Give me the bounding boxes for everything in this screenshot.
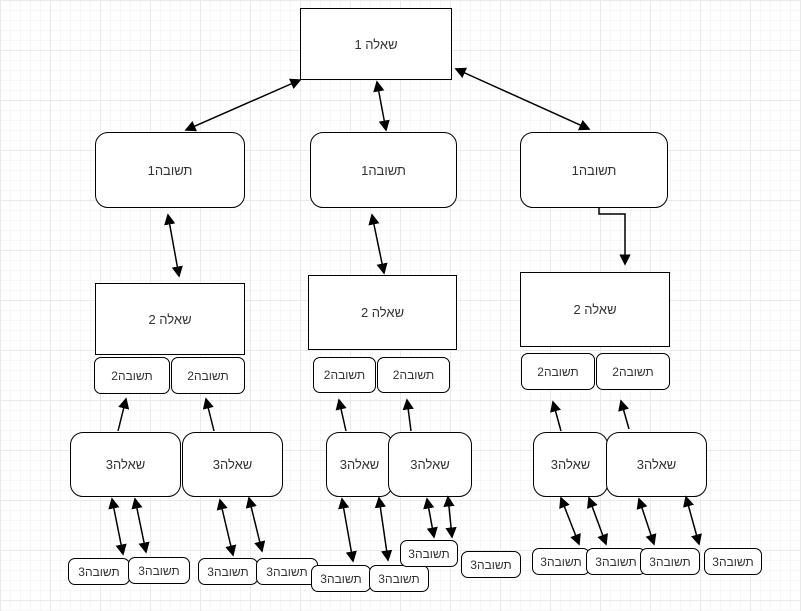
node-label: תשובה2: [392, 368, 435, 382]
node-label: שאלה 2: [148, 311, 192, 327]
node-label: תשובה3: [540, 554, 582, 569]
connector-q1-a1-left[interactable]: [184, 78, 302, 132]
node-label: שאלה 2: [360, 305, 405, 320]
node-label: שאלה3: [550, 457, 591, 472]
connector-q3l2-a3-4[interactable]: [245, 496, 266, 553]
node-label: תשובה1: [571, 162, 617, 178]
node-question3-middle-2[interactable]: שאלה3: [388, 432, 472, 497]
node-answer1-left[interactable]: תשובה1: [95, 132, 245, 208]
connector-q3m2-a3-7b[interactable]: [443, 495, 457, 539]
node-answer3-10[interactable]: תשובה3: [586, 548, 646, 575]
node-label: שאלה3: [339, 457, 380, 472]
connector-q3l1-a3-2[interactable]: [131, 497, 150, 554]
node-question2-right[interactable]: שאלה 2: [520, 272, 670, 347]
node-answer3-12[interactable]: תשובה3: [704, 548, 762, 575]
node-question3-right-1[interactable]: שאלה3: [533, 432, 608, 497]
node-label: שאלה3: [105, 457, 146, 472]
node-answer2-left-2[interactable]: תשובה2: [171, 357, 245, 394]
node-question3-left-2[interactable]: שאלה3: [182, 432, 283, 497]
node-answer3-2[interactable]: תשובה3: [128, 557, 190, 584]
node-question-1[interactable]: שאלה 1: [300, 8, 452, 80]
connector-q3m1-a3-5[interactable]: [338, 497, 357, 563]
node-answer1-right[interactable]: תשובה1: [520, 132, 668, 208]
node-label: תשובה3: [207, 564, 249, 579]
node-label: שאלה3: [410, 457, 450, 472]
node-label: שאלה3: [212, 457, 253, 472]
node-label: שאלה 1: [354, 36, 398, 52]
node-label: תשובה2: [323, 368, 366, 382]
node-label: תשובה3: [320, 571, 362, 586]
node-label: תשובה3: [712, 554, 754, 569]
connector-q3m1-a3-6[interactable]: [374, 496, 393, 562]
node-answer3-7[interactable]: תשובה3: [400, 540, 458, 567]
node-answer3-6[interactable]: תשובה3: [369, 565, 429, 592]
node-label: תשובה3: [595, 554, 637, 569]
connector-q3m2-a2mid2[interactable]: [402, 398, 414, 432]
node-label: תשובה3: [266, 564, 308, 579]
node-answer3-9[interactable]: תשובה3: [532, 548, 590, 575]
node-question2-middle[interactable]: שאלה 2: [308, 275, 457, 350]
node-answer2-left-1[interactable]: תשובה2: [94, 357, 170, 394]
connector-q3r1-a3-10[interactable]: [587, 496, 608, 546]
node-answer2-middle-2[interactable]: תשובה2: [377, 357, 450, 393]
node-label: תשובה3: [138, 563, 180, 578]
connector-q1-a1-middle[interactable]: [373, 80, 390, 132]
node-label: תשובה2: [612, 364, 654, 379]
node-answer3-8[interactable]: תשובה3: [461, 551, 521, 578]
connector-q3m1-a2mid1[interactable]: [335, 398, 347, 432]
connector-q3l2-a3-3[interactable]: [216, 498, 237, 557]
node-label: תשובה3: [378, 571, 420, 586]
connector-q3r2-a3-12[interactable]: [683, 495, 702, 546]
connector-a1-q2-middle[interactable]: [368, 213, 388, 275]
node-answer2-right-1[interactable]: תשובה2: [521, 353, 595, 390]
node-question3-left-1[interactable]: שאלה3: [70, 432, 181, 497]
connector-a1-q2-left[interactable]: [164, 213, 183, 278]
node-answer1-middle[interactable]: תשובה1: [310, 132, 457, 208]
node-answer3-1[interactable]: תשובה3: [68, 558, 130, 585]
connector-q3r2-a3-11[interactable]: [636, 497, 657, 546]
connector-q3r2-a2right2[interactable]: [618, 399, 630, 430]
node-answer3-3[interactable]: תשובה3: [198, 558, 258, 585]
node-label: תשובה2: [111, 368, 153, 383]
node-question2-left[interactable]: שאלה 2: [95, 283, 245, 355]
node-label: תשובה3: [78, 564, 120, 579]
node-answer3-4[interactable]: תשובה3: [256, 558, 318, 585]
node-question3-middle-1[interactable]: שאלה3: [326, 432, 393, 497]
node-label: תשובה3: [649, 554, 691, 569]
node-answer3-5[interactable]: תשובה3: [311, 565, 371, 592]
connector-q3l1-a2left1[interactable]: [117, 397, 130, 432]
node-label: שאלה 2: [573, 302, 617, 317]
node-label: תשובה2: [187, 368, 229, 383]
connector-q3r1-a3-9[interactable]: [559, 496, 581, 546]
connector-q3l1-a3-1[interactable]: [108, 497, 127, 556]
connector-q3l2-a2left2[interactable]: [202, 397, 215, 432]
node-label: שאלה3: [636, 457, 677, 472]
node-label: תשובה3: [408, 546, 450, 561]
node-answer3-11[interactable]: תשובה3: [640, 548, 700, 575]
node-question3-right-2[interactable]: שאלה3: [606, 432, 707, 497]
connector-q1-a1-right[interactable]: [454, 67, 591, 131]
connector-q3r1-a2right1[interactable]: [550, 400, 562, 432]
node-label: תשובה2: [537, 364, 579, 379]
connector-q3m2-a3-7a[interactable]: [423, 497, 438, 539]
node-label: תשובה1: [361, 162, 406, 178]
node-answer2-right-2[interactable]: תשובה2: [596, 353, 670, 390]
node-label: תשובה3: [470, 557, 512, 572]
node-answer2-middle-1[interactable]: תשובה2: [313, 357, 376, 393]
node-label: תשובה1: [147, 162, 193, 178]
connector-a1-q2-right-orthogonal[interactable]: [598, 208, 631, 266]
